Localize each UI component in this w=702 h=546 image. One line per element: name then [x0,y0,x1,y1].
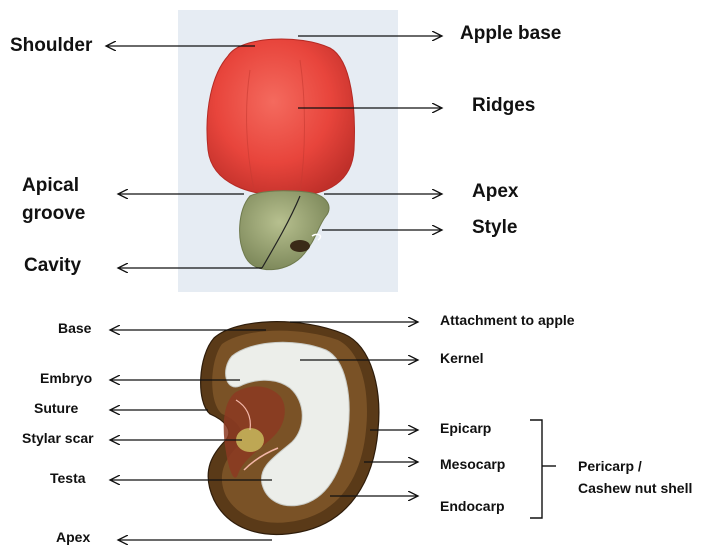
label-endocarp: Endocarp [440,499,505,514]
label-epicarp: Epicarp [440,421,491,436]
label-ridges: Ridges [472,96,535,117]
label-shoulder: Shoulder [10,36,92,57]
label-embryo: Embryo [40,371,92,386]
label-mesocarp: Mesocarp [440,457,505,472]
label-apical: Apical [22,176,79,197]
label-style: Style [472,218,517,239]
label-apex-bottom: Apex [56,530,90,545]
cashew-apple [207,39,354,196]
label-suture: Suture [34,401,78,416]
label-apex-top: Apex [472,182,518,203]
label-cavity: Cavity [24,256,81,277]
label-testa: Testa [50,471,86,486]
label-apple-base: Apple base [460,24,561,45]
label-pericarp: Pericarp / [578,459,642,474]
label-stylar-scar: Stylar scar [22,431,94,446]
cavity-spot [290,240,310,252]
label-attachment: Attachment to apple [440,313,575,328]
pericarp-bracket [530,420,542,518]
label-cashew-nut-shell: Cashew nut shell [578,481,692,496]
label-groove: groove [22,204,85,225]
label-kernel: Kernel [440,351,484,366]
label-base: Base [58,321,91,336]
